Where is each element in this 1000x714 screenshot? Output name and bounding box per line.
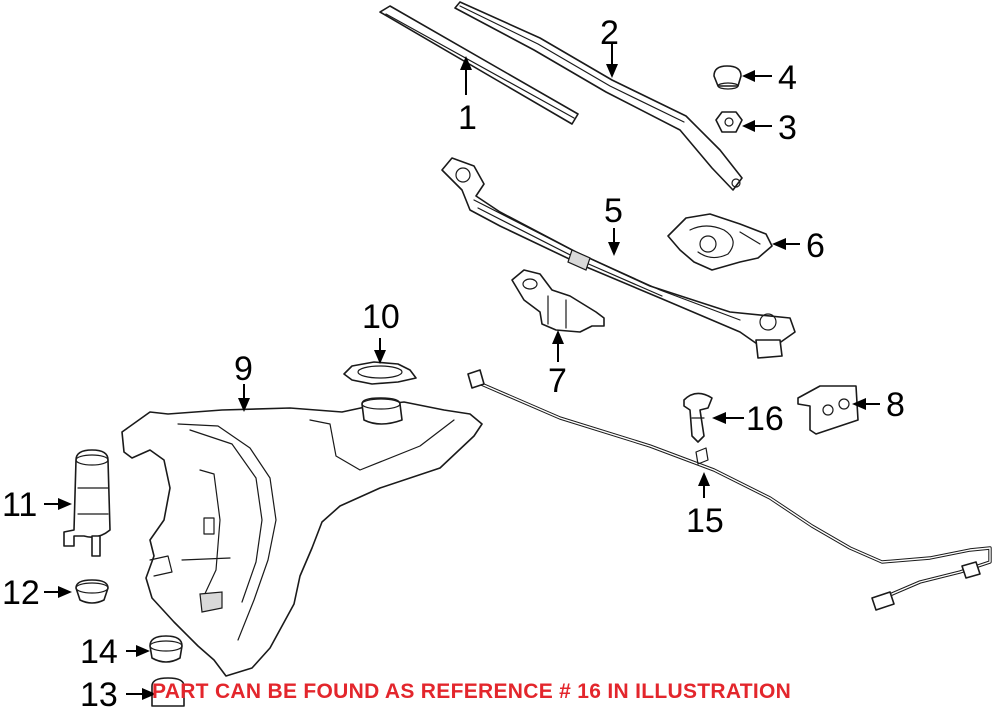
part-15-washer-hose: [467, 369, 992, 611]
part-7-washer-pump: [511, 269, 605, 333]
callout-8: 8: [886, 386, 905, 424]
leaders: [44, 44, 880, 700]
callout-9: 9: [234, 350, 253, 388]
part-11-washer-pump: [63, 449, 111, 557]
part-13-cap: [151, 677, 185, 707]
part-12-grommet: [75, 579, 109, 604]
callout-2: 2: [600, 14, 619, 52]
part-9-reservoir: [121, 401, 483, 677]
part-14-grommet: [149, 635, 183, 663]
part-8-bracket: [797, 385, 859, 435]
callout-6: 6: [806, 227, 825, 265]
callout-12: 12: [2, 574, 40, 612]
callout-5: 5: [604, 192, 623, 230]
callout-15: 15: [686, 502, 724, 540]
callout-10: 10: [362, 298, 400, 336]
part-6-wiper-motor: [667, 213, 773, 271]
part-3-nut: [715, 111, 743, 133]
callout-1: 1: [458, 99, 477, 137]
callouts: 1 2 3 4 5 6 7 8 9 10 11 12 13 14 15 16: [2, 14, 905, 714]
part-5-wiper-linkage: [441, 157, 796, 359]
part-9-filler-neck: [361, 397, 403, 425]
callout-14: 14: [80, 633, 118, 671]
part-1-wiper-blade: [379, 5, 579, 125]
reference-note: PART CAN BE FOUND AS REFERENCE # 16 IN I…: [152, 680, 792, 703]
part-2-wiper-arm: [454, 1, 743, 191]
callout-3: 3: [778, 109, 797, 147]
callout-7: 7: [548, 362, 567, 400]
part-4-cap: [713, 65, 742, 90]
callout-11: 11: [2, 486, 37, 524]
part-16-push-pin: [683, 392, 713, 443]
part-10-seal: [343, 361, 417, 385]
callout-16: 16: [746, 400, 784, 438]
callout-13: 13: [80, 676, 118, 714]
callout-4: 4: [778, 59, 797, 97]
